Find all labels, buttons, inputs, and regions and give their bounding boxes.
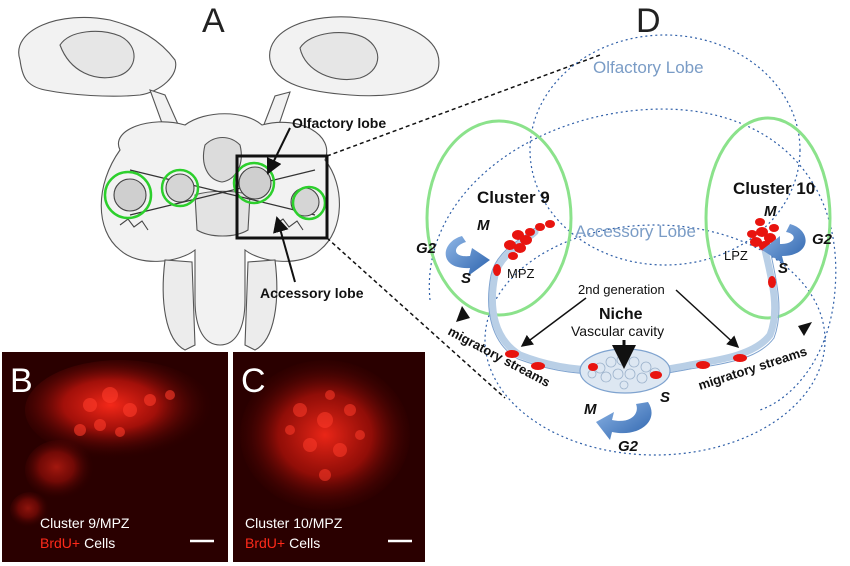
niche-cells <box>587 354 661 390</box>
niche-s-phase: S <box>660 389 670 406</box>
cluster10-cycle-arrow <box>762 224 806 264</box>
callout-arrow-accessory <box>273 216 296 283</box>
cluster10-title: Cluster 10 <box>733 179 815 198</box>
micrograph-c-nuclei <box>285 390 365 481</box>
accessory-lobe-label: Accessory Lobe <box>575 222 696 241</box>
panel-b: B Cluster 9/MPZ BrdU+Cells <box>2 352 228 562</box>
cluster9-s-phase: S <box>461 270 471 287</box>
panel-letter-c: C <box>241 362 266 400</box>
micrograph-b-caption-line1: Cluster 9/MPZ <box>40 515 130 531</box>
cluster9-m-phase: M <box>477 217 490 234</box>
callout-accessory-label: Accessory lobe <box>260 285 364 301</box>
niche-g2-phase: G2 <box>618 438 639 455</box>
olfactory-lobe-label: Olfactory Lobe <box>593 58 704 77</box>
brain-drawing <box>18 16 440 351</box>
migratory-right-arrowhead <box>798 322 812 336</box>
micrograph-b-caption-cells: Cells <box>84 535 115 551</box>
micrograph-b-stream <box>25 440 95 500</box>
drawing-green-rings <box>103 161 327 221</box>
micrograph-b-stream-tail <box>10 492 50 528</box>
second-generation-label: 2nd generation <box>578 282 665 297</box>
panel-a: A <box>18 2 601 399</box>
cluster10-ring <box>704 116 832 320</box>
micrograph-b-nuclei <box>74 387 175 437</box>
cluster10-g2-phase: G2 <box>812 231 833 248</box>
red-cells <box>493 218 779 379</box>
micrograph-b-caption-marker: BrdU+ <box>40 535 80 551</box>
micrograph-b-caption-line2: BrdU+Cells <box>40 535 115 551</box>
migratory-stream-tubes <box>489 228 779 376</box>
panel-letter-d: D <box>636 2 661 40</box>
niche-cycle-arrow <box>596 402 652 440</box>
panel-d: D Olfactory Lobe Accessory Lobe <box>416 2 837 456</box>
niche-subtitle: Vascular cavity <box>571 323 664 339</box>
accessory-lobe-outline <box>484 224 826 456</box>
cluster9-ring <box>425 119 573 317</box>
micrograph-c-caption-line2: BrdU+Cells <box>245 535 320 551</box>
zoom-line-bottom <box>326 237 506 399</box>
lobe-outlines <box>428 34 837 456</box>
cluster9-title: Cluster 9 <box>477 188 550 207</box>
cluster9-cycle-arrow <box>445 236 490 276</box>
outer-lobe-outline <box>428 108 837 411</box>
cluster10-m-phase: M <box>764 203 777 220</box>
second-generation-arrow-left <box>520 297 587 347</box>
olfactory-lobe-outline <box>529 34 801 266</box>
micrograph-c-caption-line1: Cluster 10/MPZ <box>245 515 343 531</box>
callout-arrow-olfactory <box>266 127 291 175</box>
callout-olfactory-label: Olfactory lobe <box>292 115 386 131</box>
cluster9-zone-label: MPZ <box>507 266 535 281</box>
micrograph-b-cell-cluster <box>25 360 215 460</box>
panel-letter-b: B <box>10 362 33 400</box>
micrograph-c-caption-marker: BrdU+ <box>245 535 285 551</box>
panel-letter-a: A <box>202 2 225 40</box>
cluster9-g2-phase: G2 <box>416 240 437 257</box>
niche-title: Niche <box>599 306 643 323</box>
niche-m-phase: M <box>584 401 597 418</box>
cluster10-s-phase: S <box>778 260 788 277</box>
micrograph-c-cell-cluster <box>240 360 410 510</box>
cluster10-zone-label: LPZ <box>724 248 748 263</box>
micrograph-c-caption-cells: Cells <box>289 535 320 551</box>
second-generation-arrow-right <box>675 289 740 349</box>
panel-c: C Cluster 10/MPZ BrdU+Cells <box>233 352 425 562</box>
migratory-left-arrowhead <box>456 306 470 322</box>
